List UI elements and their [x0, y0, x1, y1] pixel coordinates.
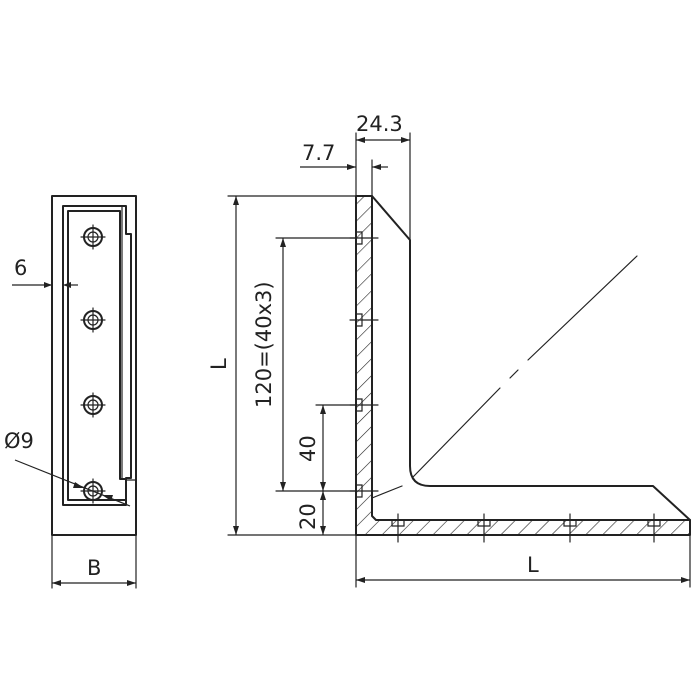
angle-inner-edge — [371, 195, 691, 521]
dimension-length-l: L — [355, 534, 691, 588]
dimension-height-l: L — [207, 195, 357, 536]
depth-label: 24.3 — [356, 112, 403, 136]
angle-inner-face — [371, 485, 403, 499]
dimension-top-offset: 7.7 — [300, 141, 388, 197]
top-offset-label: 7.7 — [302, 141, 335, 165]
dimension-spacing: 40 — [296, 404, 357, 491]
mounting-hole — [80, 224, 106, 250]
front-view: 6 Ø9 B — [4, 195, 137, 589]
horizontal-leg-section — [356, 520, 690, 535]
vertical-leg-section — [356, 196, 372, 535]
side-view: L 120=(40x3) 40 20 — [207, 112, 691, 588]
dimension-b: B — [51, 534, 137, 589]
pitch-label: 120=(40x3) — [252, 281, 276, 408]
dimension-6-label: 6 — [14, 256, 27, 280]
hole-diameter-label: Ø9 — [4, 429, 34, 453]
dimension-6: 6 — [12, 256, 78, 288]
dimension-edge-offset: 20 — [296, 491, 326, 535]
front-view-inner-outline — [62, 205, 132, 506]
dimension-pitch: 120=(40x3) — [252, 237, 357, 492]
front-view-lip — [121, 205, 137, 481]
angle-profile-outline — [355, 195, 691, 536]
horizontal-hole-markers — [391, 513, 661, 543]
edge-offset-label: 20 — [296, 503, 320, 530]
dimension-depth: 24.3 — [355, 112, 411, 241]
length-l-label: L — [527, 553, 539, 577]
height-l-label: L — [207, 358, 231, 370]
dimension-b-label: B — [87, 556, 101, 580]
mounting-hole — [80, 307, 106, 333]
mounting-hole — [80, 392, 106, 418]
front-view-inner-return — [67, 210, 127, 501]
diagonal-center-line — [412, 255, 638, 478]
dimension-hole-diameter: Ø9 — [4, 429, 131, 507]
spacing-label: 40 — [296, 435, 320, 462]
